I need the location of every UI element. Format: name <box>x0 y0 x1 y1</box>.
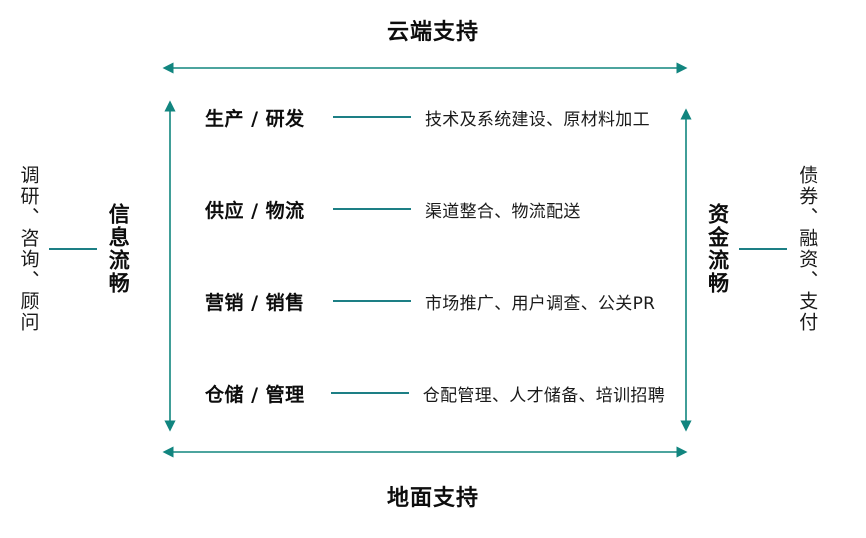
process-row-description: 技术及系统建设、原材料加工 <box>425 109 650 130</box>
right-inner-label: 资金流畅 <box>705 203 730 295</box>
row-connector-line <box>333 116 411 118</box>
left-connector-line <box>48 248 97 250</box>
process-row: 供应 / 物流 渠道整合、物流配送 <box>205 192 665 226</box>
right-outer-label: 债券、融资、支付 <box>796 165 819 333</box>
left-inner-label: 信息流畅 <box>106 203 131 295</box>
process-row: 仓储 / 管理 仓配管理、人才储备、培训招聘 <box>205 376 665 410</box>
process-row-description: 市场推广、用户调查、公关PR <box>425 293 656 314</box>
cloud-support-title: 云端支持 <box>386 20 479 45</box>
row-connector-line <box>330 392 409 394</box>
left-outer-label: 调研、咨询、顾问 <box>17 165 40 333</box>
process-row-label: 仓储 / 管理 <box>205 383 305 406</box>
row-connector-line <box>333 300 411 302</box>
information-flow-group: 调研、咨询、顾问 信息流畅 <box>17 165 131 333</box>
row-connector-line <box>333 208 411 210</box>
process-row-label: 生产 / 研发 <box>205 107 305 130</box>
process-row-label: 营销 / 销售 <box>205 291 305 314</box>
capital-flow-group: 资金流畅 债券、融资、支付 <box>705 165 819 333</box>
process-row: 营销 / 销售 市场推广、用户调查、公关PR <box>205 284 665 318</box>
process-row-label: 供应 / 物流 <box>205 199 305 222</box>
process-row: 生产 / 研发 技术及系统建设、原材料加工 <box>205 100 665 134</box>
ground-support-title: 地面支持 <box>386 486 479 511</box>
process-row-description: 仓配管理、人才储备、培训招聘 <box>422 385 665 406</box>
process-rows: 生产 / 研发 技术及系统建设、原材料加工 供应 / 物流 渠道整合、物流配送 … <box>205 100 665 410</box>
right-connector-line <box>738 248 787 250</box>
process-row-description: 渠道整合、物流配送 <box>425 201 581 222</box>
